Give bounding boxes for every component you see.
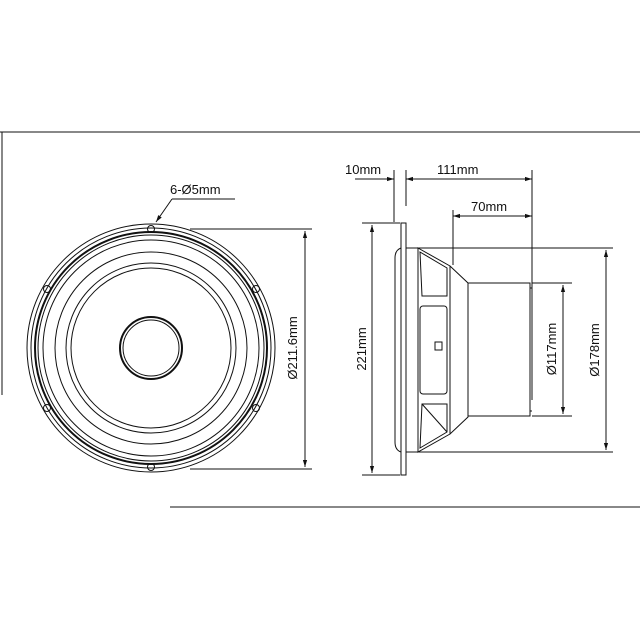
basket-diameter-label: Ø178mm (587, 323, 602, 376)
front-view: 6-Ø5mm Ø211.6mm (26, 182, 312, 473)
magnet-diameter-label: Ø117mm (544, 323, 559, 376)
mounting-holes (43, 225, 260, 471)
drawing-frame (0, 131, 640, 508)
side-view: 10mm 111mm 70mm 221mm Ø117mm Ø178mm (345, 162, 613, 476)
overall-height-label: 221mm (354, 327, 369, 370)
mounting-holes-label: 6-Ø5mm (170, 182, 221, 197)
magnet-depth-label: 70mm (471, 199, 507, 214)
total-depth-label: 111mm (437, 162, 478, 177)
outer-diameter-label: Ø211.6mm (285, 316, 300, 379)
flange-thickness-label: 10mm (345, 162, 381, 177)
